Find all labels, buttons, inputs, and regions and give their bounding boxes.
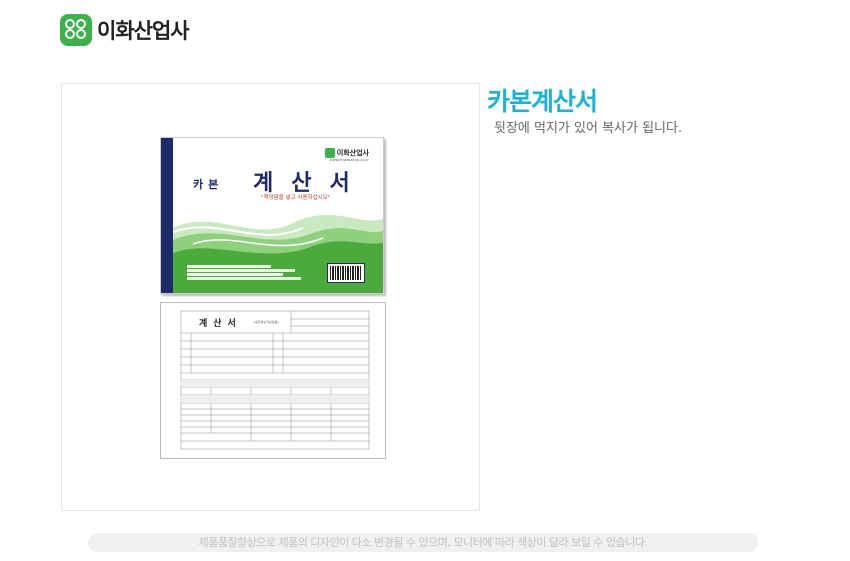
cover-url: www.ehwasanup.co.kr xyxy=(329,158,369,162)
cover-logo-text: 이화산업사 xyxy=(336,149,369,157)
cover-slogan: "책망함을 넣고 사용하십시오" xyxy=(261,195,331,201)
clover-icon xyxy=(60,14,92,46)
product-description: 뒷장에 먹지가 있어 복사가 됩니다. xyxy=(494,121,683,136)
book-cover: 이화산업사 www.ehwasanup.co.kr 카본 계산서 "책망함을 넣… xyxy=(160,137,384,294)
form-sub: (공급받는자보관용) xyxy=(254,320,279,324)
cover-fine-print xyxy=(187,264,307,281)
form-title: 계산서 xyxy=(199,319,242,329)
product-image: 이화산업사 www.ehwasanup.co.kr 카본 계산서 "책망함을 넣… xyxy=(61,83,480,511)
brand-name: 이화산업사 xyxy=(97,19,190,43)
clover-icon xyxy=(324,148,335,158)
cover-subtitle: 카본 xyxy=(193,178,224,191)
cover-logo: 이화산업사 xyxy=(324,148,369,158)
form-grid xyxy=(180,310,370,450)
barcode xyxy=(327,263,365,283)
invoice-form-sheet: 계산서 (공급받는자보관용) xyxy=(160,302,386,459)
cover-title: 계산서 xyxy=(253,170,368,196)
brand-logo[interactable]: 이화산업사 xyxy=(60,14,190,46)
product-title: 카본계산서 xyxy=(487,87,598,116)
cover-spine xyxy=(161,138,173,293)
notice-banner: 제품품질향상으로 제품의 디자인이 다소 변경될 수 있으며, 모니터에 따라 … xyxy=(88,533,758,552)
